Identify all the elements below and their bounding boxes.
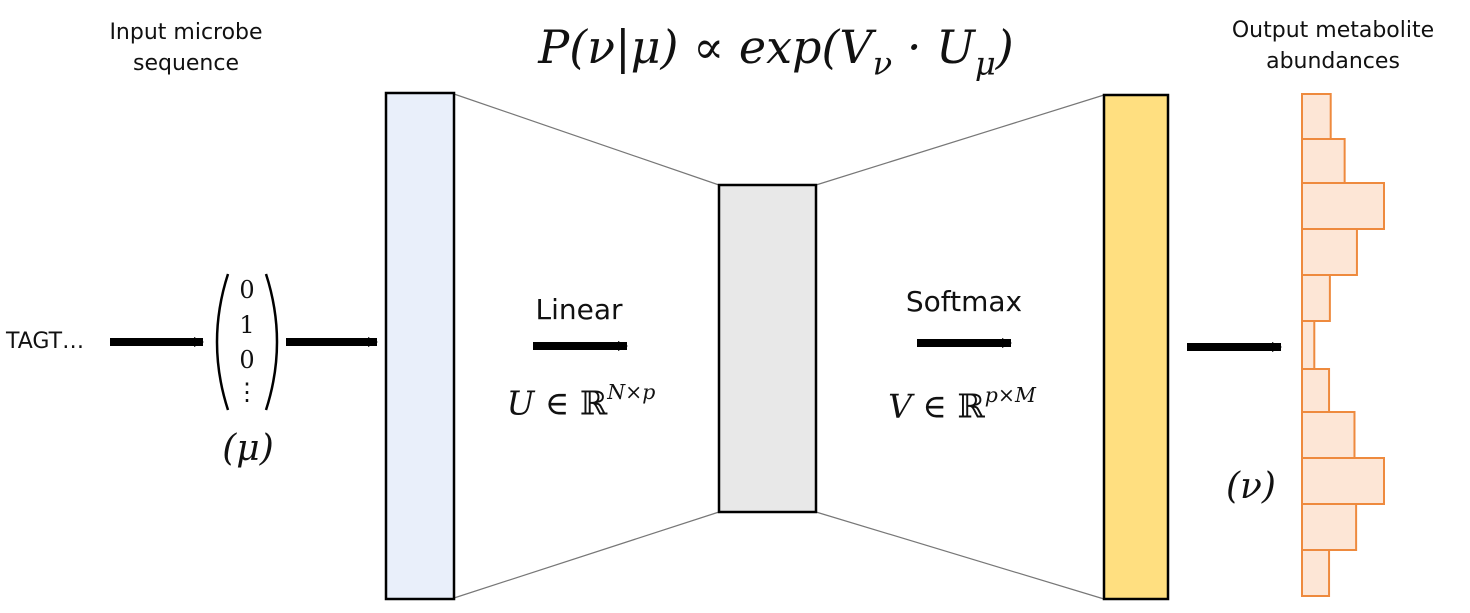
histogram-bar (1301, 411, 1356, 459)
set-dimensions: N×p (607, 380, 656, 404)
formula-subscript: ν (872, 44, 893, 83)
histogram-bar (1301, 320, 1316, 370)
connector-line (815, 511, 1105, 600)
output-caption-line: abundances (1266, 49, 1400, 74)
linear-label: Linear (535, 293, 623, 326)
output-histogram (1301, 93, 1385, 597)
formula-part: ) (995, 20, 1014, 74)
histogram-bar (1301, 138, 1346, 184)
histogram-bar (1301, 274, 1331, 322)
input-caption: Input microbe sequence (109, 17, 262, 79)
formula-subscript: μ (974, 44, 996, 83)
connector-line (453, 93, 720, 186)
histogram-bar (1301, 93, 1332, 140)
nu-label: (ν) (1226, 466, 1276, 507)
output-layer (1102, 93, 1170, 601)
real-set-symbol: ℝ (957, 386, 985, 426)
sequence-text: TAGT… (6, 329, 85, 354)
probability-formula: P(ν|μ) ∝ exp(Vν · Uμ) (538, 20, 1013, 82)
vector-entry: 0 (239, 276, 255, 304)
histogram-bar (1301, 182, 1385, 230)
connector-line (453, 511, 720, 599)
u-dimension: U ∈ ℝN×p (507, 380, 656, 422)
histogram-bar (1301, 457, 1385, 505)
formula-part: · U (892, 20, 975, 74)
input-caption-line: sequence (132, 51, 239, 76)
vector-entry: 1 (239, 311, 255, 339)
output-caption-line: Output metabolite (1231, 18, 1435, 43)
set-variable: V ∈ (888, 386, 958, 426)
vector-entry: ⋮ (235, 378, 259, 406)
histogram-bar (1301, 368, 1331, 413)
v-dimension: V ∈ ℝp×M (888, 383, 1036, 425)
mu-label: (μ) (222, 428, 274, 469)
one-hot-vector: 0 1 0 ⋮ (219, 276, 275, 416)
connector-line (815, 94, 1105, 186)
histogram-bar (1301, 228, 1358, 276)
real-set-symbol: ℝ (579, 383, 608, 423)
input-layer (384, 91, 456, 601)
vector-right-paren (264, 273, 279, 411)
vector-left-paren (215, 273, 230, 411)
input-caption-line: Input microbe (109, 20, 263, 45)
formula-part: P(ν|μ) ∝ exp(V (538, 20, 873, 74)
histogram-bar (1301, 503, 1358, 551)
softmax-label: Softmax (905, 285, 1023, 318)
vector-entry: 0 (239, 346, 255, 374)
hidden-layer (717, 183, 818, 514)
histogram-bar (1301, 549, 1331, 597)
set-dimensions: p×M (984, 383, 1036, 407)
set-variable: U ∈ (506, 383, 580, 423)
output-caption: Output metabolite abundances (1232, 15, 1434, 77)
